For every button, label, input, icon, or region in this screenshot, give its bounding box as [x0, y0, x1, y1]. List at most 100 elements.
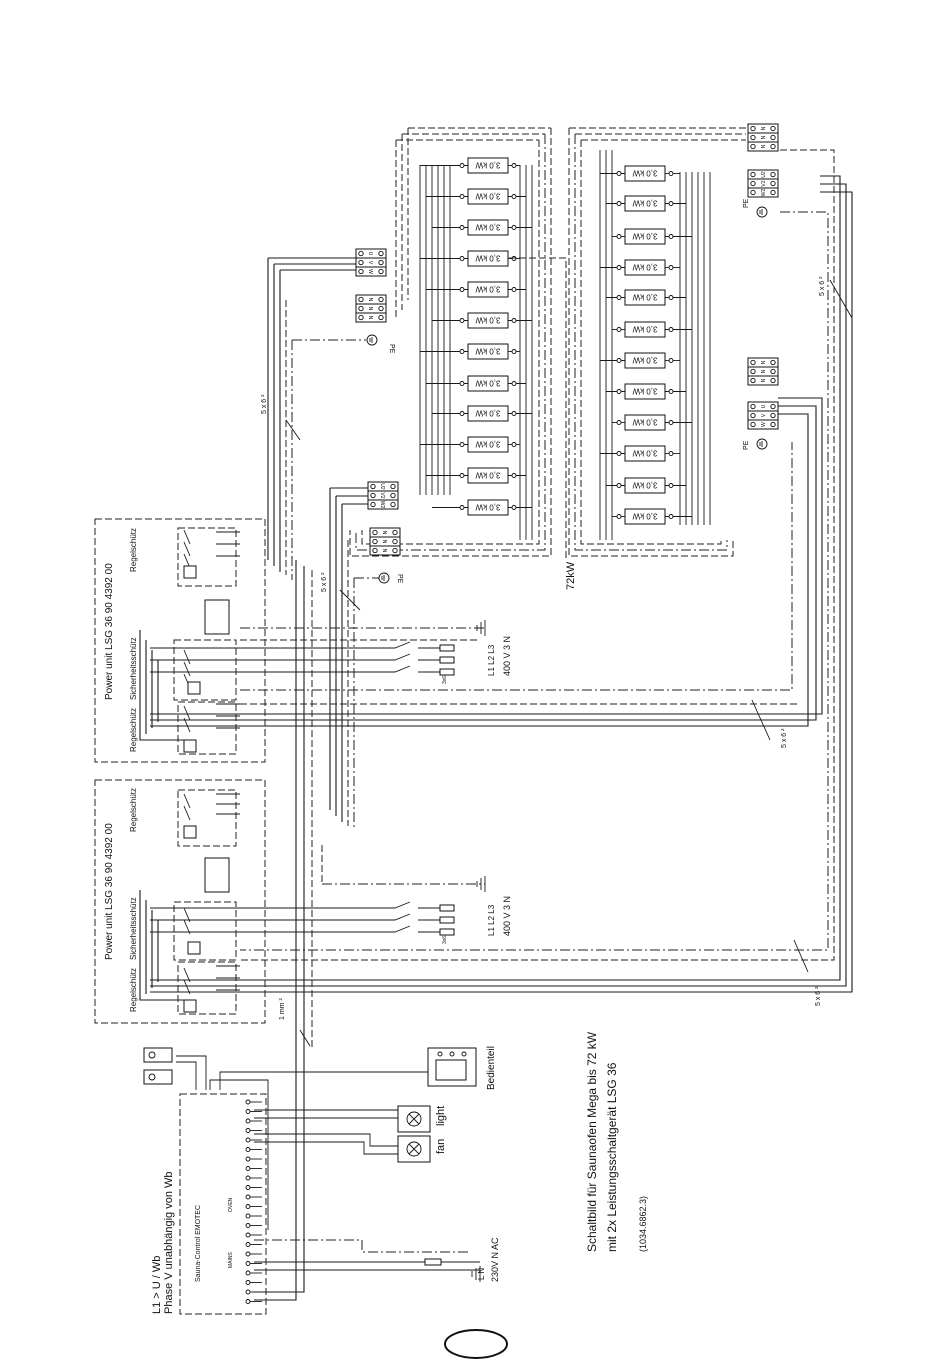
heating-element-label: 3,0 kW	[475, 285, 500, 294]
heating-element-label: 3,0 kW	[475, 471, 500, 480]
terminal-label: N	[761, 360, 767, 364]
terminal-block: NNN	[355, 294, 387, 323]
cable-label: 5 x 6 ²	[261, 394, 268, 414]
cable-labels: 5 x 6 ² 5 x 6 ² 5 x 6 ² 5 x 6 ² 5 x 6 ² …	[261, 276, 853, 1047]
fan-label: fan	[435, 1139, 447, 1154]
pe-label: PE	[388, 344, 395, 354]
terminal-label: W	[367, 269, 373, 274]
heating-element-label: 3,0 kW	[632, 387, 657, 396]
terminal-label: N	[367, 298, 373, 302]
terminal-label: W2	[379, 501, 385, 509]
phase-note-1: L1 > U / Wb	[151, 1256, 163, 1314]
heating-element: 3,0 kW	[420, 157, 520, 174]
light-label: light	[435, 1106, 447, 1126]
heating-element: 3,0 kW	[606, 383, 686, 400]
heating-element-label: 3,0 kW	[632, 449, 657, 458]
heater-power-label: 72kW	[565, 561, 577, 590]
terminal-label: N	[381, 549, 387, 553]
terminal-label: V2	[379, 492, 385, 498]
heating-element-label: 3,0 kW	[475, 347, 500, 356]
terminal-label: U2	[761, 171, 767, 178]
heating-element-label: 3,0 kW	[632, 325, 657, 334]
power-unit-1-phases: L1 L2 L3	[487, 644, 496, 676]
heating-element-label: 3,0 kW	[475, 409, 500, 418]
title-block: Schaltbild für Saunaofen Mega bis 72 kW …	[585, 1031, 648, 1252]
power-unit-2-contactor-mid: Sicherheitsschütz	[129, 897, 138, 960]
power-unit-1-contactor-bot: Regelschütz	[129, 708, 138, 752]
heating-element: 3,0 kW	[426, 375, 526, 392]
heating-element-label: 3,0 kW	[632, 293, 657, 302]
terminal-block: NNN	[369, 527, 401, 556]
ground-icon	[471, 1266, 481, 1282]
heating-element: 3,0 kW	[432, 219, 532, 236]
heating-element-label: 3,0 kW	[475, 161, 500, 170]
terminal-label: N	[761, 144, 767, 148]
mains-supply-voltage: 230V N AC	[490, 1237, 500, 1282]
terminal-block: U V W	[747, 401, 779, 430]
pe-label: PE	[743, 198, 750, 208]
heating-element-label: 3,0 kW	[632, 232, 657, 241]
heating-element: 3,0 kW	[612, 228, 692, 245]
terminal-block: NNN	[747, 357, 779, 386]
heating-element: 3,0 kW	[600, 352, 680, 369]
power-unit-2: Power unit LSG 36 90 4392 00 Regelschütz…	[94, 779, 512, 1024]
heating-element: 3,0 kW	[606, 195, 686, 212]
heating-element: 3,0 kW	[600, 259, 680, 276]
power-unit-1-voltage: 400 V 3 N	[502, 636, 512, 676]
terminal-block: NNN	[747, 123, 779, 152]
power-unit-2-contactor-top: Regelschütz	[129, 788, 138, 832]
peripherals: light fan Bedienteil L N 230V N AC	[397, 1046, 500, 1282]
power-unit-2-phases: L1 L2 L3	[487, 904, 496, 936]
power-unit-1: Power unit LSG 36 90 4392 00 Regelschütz…	[94, 518, 512, 763]
title-code: (1034.6862.3)	[638, 1196, 648, 1252]
power-unit-1-contactor-top: Regelschütz	[129, 528, 138, 572]
heating-element: 3,0 kW	[420, 250, 520, 267]
heating-element-label: 3,0 kW	[632, 481, 657, 490]
mains-label: MAINS	[228, 1252, 234, 1269]
control-terminal-strip	[245, 1099, 262, 1304]
heating-element-label: 3,0 kW	[475, 379, 500, 388]
heating-element: 3,0 kW	[420, 343, 520, 360]
heating-element-label: 3,0 kW	[632, 263, 657, 272]
heating-element-label: 3,0 kW	[632, 356, 657, 365]
terminal-block: UVW	[355, 248, 387, 277]
terminal-label: N	[761, 126, 767, 130]
terminal-label: N	[367, 316, 373, 320]
ground-symbols: PE PE PE PE	[366, 198, 768, 1282]
cable-label: 1 mm ²	[279, 998, 286, 1020]
power-unit-2-contactor-bot: Regelschütz	[129, 968, 138, 1012]
heating-element: 3,0 kW	[426, 467, 526, 484]
ground-icon	[476, 876, 486, 892]
terminal-label: W	[761, 422, 767, 427]
heating-element: 3,0 kW	[612, 321, 692, 338]
power-unit-1-title: Power unit LSG 36 90 4392 00	[104, 563, 115, 700]
heating-element: 3,0 kW	[606, 289, 686, 306]
terminal-label: U	[761, 404, 767, 408]
supply-fuses	[424, 644, 455, 1266]
heating-element-label: 3,0 kW	[475, 316, 500, 325]
heating-element-label: 3,0 kW	[632, 199, 657, 208]
title-line-1: Schaltbild für Saunaofen Mega bis 72 kW	[585, 1031, 599, 1252]
heating-element: 3,0 kW	[612, 508, 692, 525]
pe-label: PE	[743, 440, 750, 450]
sauna-control-unit: Sauna-Control EMOTEC L1 > U / Wb Phase V…	[143, 1047, 267, 1315]
terminal-label: U	[367, 252, 373, 256]
heating-element-label: 3,0 kW	[475, 503, 500, 512]
ground-icon	[476, 620, 486, 636]
terminal-label: V2	[761, 180, 767, 186]
heating-element-label: 3,0 kW	[632, 169, 657, 178]
heating-element: 3,0 kW	[612, 414, 692, 431]
terminal-label: N	[761, 369, 767, 373]
panel-label: Bedienteil	[486, 1046, 497, 1090]
heating-element: 3,0 kW	[606, 477, 686, 494]
oven-label: OVEN	[228, 1197, 234, 1212]
terminal-label: N	[381, 531, 387, 535]
heater-left-bank	[349, 127, 552, 557]
terminal-label: V	[761, 413, 767, 417]
power-unit-1-fuse: 3x63A	[442, 669, 448, 684]
terminal-label: W2	[761, 189, 767, 197]
heating-element: 3,0 kW	[600, 165, 680, 182]
cable-label: 5 x 6 ²	[781, 728, 788, 748]
